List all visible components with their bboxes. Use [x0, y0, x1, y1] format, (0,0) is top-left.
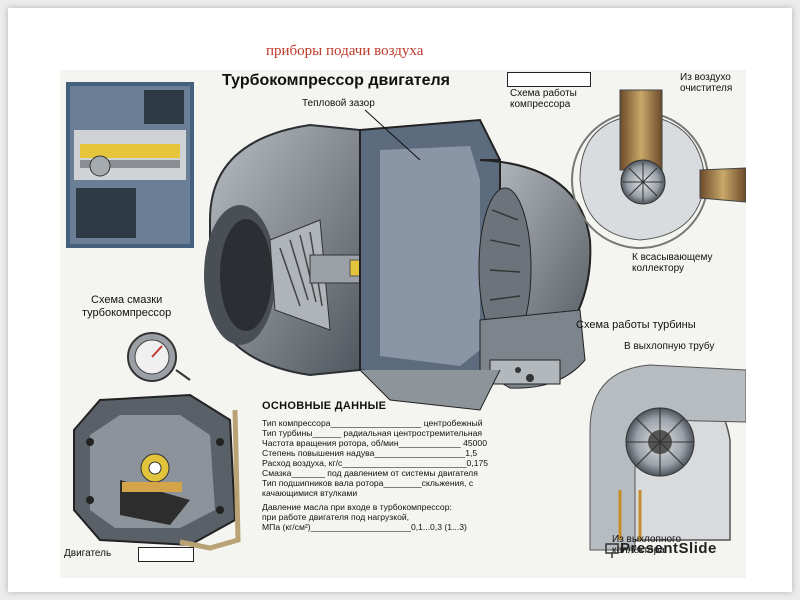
main-data-line: Тип компрессора___________________ центр…	[262, 418, 483, 428]
from-exhaust-label: Из выхлопного коллектора	[612, 534, 682, 556]
watermark-logo: PresentSlide	[620, 540, 717, 557]
redaction-box	[507, 72, 591, 87]
from-air-cleaner-label: Из воздухо очистителя	[680, 72, 733, 94]
slide-title: приборы подачи воздуха	[266, 43, 424, 59]
main-data-line: Расход воздуха, кг/с____________________…	[262, 458, 489, 468]
poster-title: Турбокомпрессор двигателя	[222, 72, 451, 89]
main-data-line: Тип турбины______ радиальная центрострем…	[262, 428, 482, 438]
main-data-line: Тип подшипников вала ротора________скльж…	[262, 478, 474, 488]
to-intake-label: К всасывающему коллектору	[632, 252, 713, 274]
presentation-icon	[605, 543, 619, 558]
engine-lubrication-block	[73, 393, 241, 551]
compressor-scheme-label: Схема работы компрессора	[510, 88, 577, 110]
main-data-line: Смазка_______ под давлением от системы д…	[262, 468, 478, 478]
main-data-line: Давление масла при входе в турбокомпресс…	[262, 502, 452, 512]
redaction-box	[138, 547, 194, 562]
heat-gap-label: Тепловой зазор	[302, 98, 375, 109]
turbocharger-main	[204, 109, 592, 411]
main-data-line: при работе двигателя под нагрузкой,	[262, 512, 410, 522]
main-data-heading: ОСНОВНЫЕ ДАННЫЕ	[262, 400, 387, 412]
main-data-line: Степень повышения надува________________…	[262, 448, 478, 458]
main-data-line: Частота вращения ротора, об/мин_________…	[262, 438, 487, 448]
to-exhaust-label: В выхлопную трубу	[624, 341, 715, 352]
turbocharger-illustration	[66, 82, 746, 551]
main-data-line: качающимися втулками	[262, 488, 358, 498]
turbine-scheme-label: Схема работы турбины	[576, 319, 696, 331]
engine-label: Двигатель	[64, 548, 112, 559]
compressor-scheme	[571, 89, 746, 249]
oil-gauge	[127, 332, 191, 382]
cutaway-inset	[66, 82, 194, 248]
main-data-line: МПа (кг/см²)_____________________0,1...0…	[262, 522, 467, 532]
lubrication-scheme-label: Схема смазки турбокомпрессор	[82, 294, 172, 319]
turbine-scheme	[589, 364, 746, 551]
turbocharger-diagram: Турбокомпрессор двигателя Тепловой зазор…	[60, 70, 746, 578]
